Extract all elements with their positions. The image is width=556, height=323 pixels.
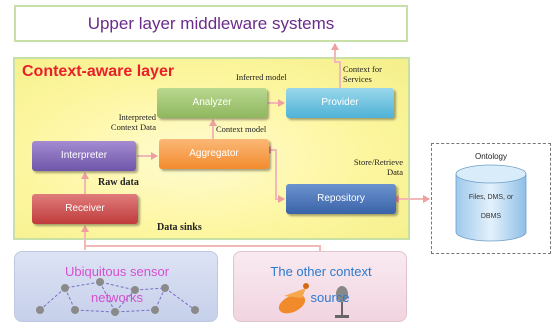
repository-box: Repository [286,184,396,214]
label-interpreted-context: Interpreted Context Data [96,112,156,132]
arrow-provider-to-upper [331,43,341,88]
label-store-retrieve-line2: Data [386,167,403,177]
arrow-aggregator-repository [264,146,285,203]
analyzer-box: Analyzer [157,88,267,118]
label-data-sinks: Data sinks [157,222,202,233]
context-aware-layer-title: Context-aware layer [22,63,175,80]
sensor-networks-line1: Ubiquitous sensor [64,264,170,279]
other-source-line1: The other context [270,264,372,279]
sensor-networks-box: Ubiquitous sensor networks [14,251,218,322]
sensor-network-graphic [36,278,199,316]
label-context-for-services-line2: Services [343,74,372,84]
ontology-line1: Files, DMS, or [468,194,514,201]
label-context-model: Context model [216,124,267,134]
satellite-icon [278,283,309,314]
database-cylinder-icon [455,164,527,242]
ontology-title: Ontology [474,152,508,161]
sensor-networks-line2: networks [90,290,144,305]
other-source-graphic [278,283,349,318]
label-context-for-services: Context for Services [343,64,382,84]
receiver-box: Receiver [32,194,138,224]
label-interpreted-line2: Context Data [110,122,156,132]
label-store-retrieve: Store/Retrieve Data [339,157,403,177]
label-interpreted-line1: Interpreted [118,112,156,122]
ontology-line2: DBMS [480,213,502,220]
label-store-retrieve-line1: Store/Retrieve [353,157,403,167]
provider-box: Provider [286,88,394,118]
interpreter-box: Interpreter [32,141,136,171]
label-raw-data: Raw data [98,177,139,188]
upper-layer-box: Upper layer middleware systems [14,5,408,42]
microphone-icon [335,286,349,318]
other-source-line2: source [310,290,350,305]
connector-sources-bar [85,245,321,251]
label-inferred-model: Inferred model [236,72,287,82]
other-context-source-box: The other context source [233,251,407,322]
aggregator-box: Aggregator [159,139,269,169]
label-context-for-services-line1: Context for [343,64,382,74]
ontology-box: Ontology Files, DMS, or DBMS [431,143,551,254]
